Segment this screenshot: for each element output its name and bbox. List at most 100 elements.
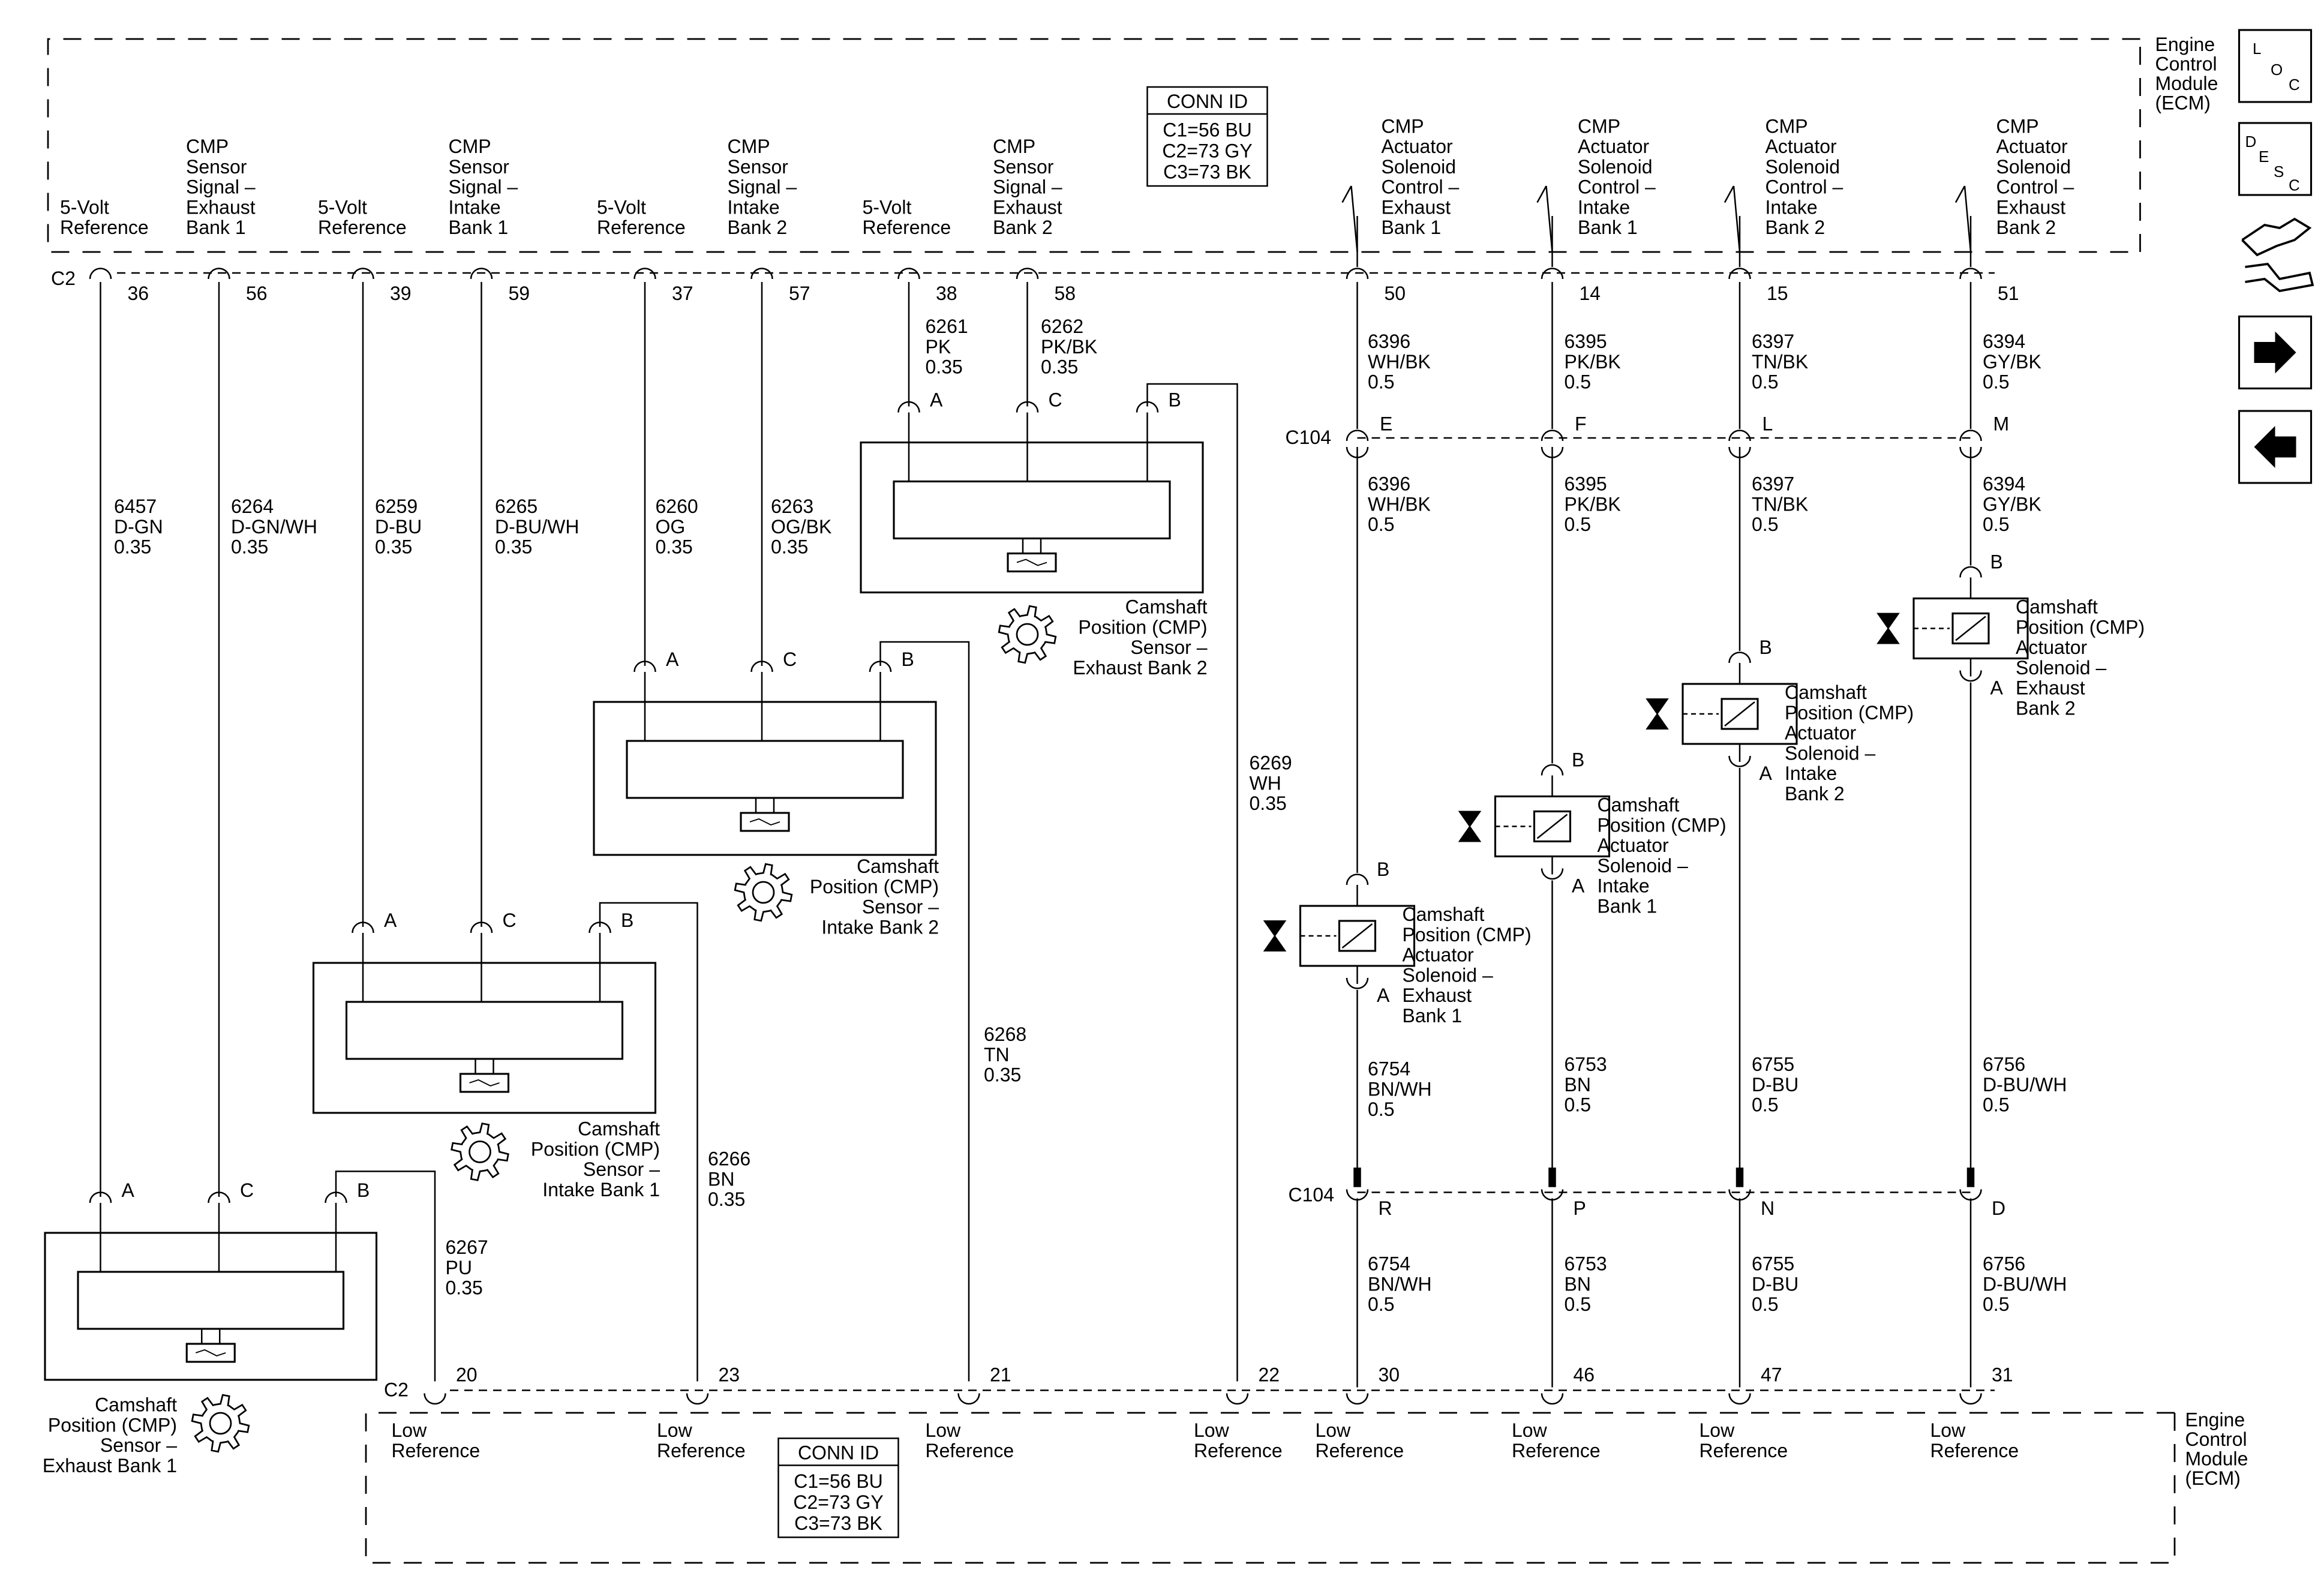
wire-label-w6755b: D-BU — [1752, 1273, 1798, 1295]
cmp-sensor-2-name: Position (CMP) — [531, 1138, 660, 1160]
driver-switch-icon — [1341, 185, 1352, 203]
wire-label-w6395a: 0.5 — [1565, 371, 1591, 393]
top-pin-label: Exhaust — [186, 196, 256, 218]
c2-bottom-terminal — [424, 1393, 446, 1405]
next-arrow-icon[interactable] — [2254, 331, 2296, 374]
top-pin-label: CMP — [1578, 115, 1620, 137]
wire-label-w6756a: 6756 — [1983, 1053, 2025, 1075]
top-pin-label: CMP — [186, 136, 229, 157]
solenoid-pin-letter: A — [1377, 984, 1390, 1006]
top-pin-label: Control – — [1382, 176, 1460, 198]
top-pin-label: CMP — [1765, 115, 1808, 137]
bottom-pin-number: 23 — [719, 1364, 740, 1386]
c2-bottom-terminal — [1728, 1393, 1751, 1405]
c104-lower-pin: N — [1761, 1197, 1774, 1219]
top-pin-label: CMP — [728, 136, 770, 157]
cmp-solenoid-2-name: Solenoid – — [1598, 855, 1688, 876]
top-pin-label: Sensor — [186, 156, 247, 178]
bottom-pin-number: 30 — [1379, 1364, 1400, 1386]
wire-label-w6755b: 6755 — [1752, 1253, 1794, 1275]
wire-label-w6260: 0.35 — [656, 536, 693, 558]
cmp-solenoid-1-name: Camshaft — [1403, 903, 1485, 925]
wire-label-w6259: D-BU — [375, 516, 422, 538]
top-pin-label: Signal – — [728, 176, 797, 198]
wire-label-w6753b: BN — [1565, 1273, 1591, 1295]
top-pin-label: Bank 1 — [1382, 217, 1442, 238]
wire-label-w6754a: BN/WH — [1368, 1078, 1432, 1100]
top-pin-label: Reference — [60, 217, 149, 238]
solenoid-pin-letter: B — [1572, 749, 1584, 771]
wire-label-w6394a: GY/BK — [1983, 351, 2041, 373]
wire-label-w6265: D-BU/WH — [495, 516, 579, 538]
coil-icon — [1721, 698, 1759, 730]
magnet-icon — [195, 1349, 226, 1357]
top-pin-label: Control – — [1996, 176, 2074, 198]
top-pin-number: 37 — [672, 283, 693, 304]
cmp-solenoid-3-name: Position (CMP) — [1785, 702, 1914, 724]
magnet-icon — [749, 818, 780, 826]
wire-label-w6259: 6259 — [375, 496, 418, 517]
c2-bottom-terminal — [686, 1393, 709, 1405]
cmp-sensor-3-name: Position (CMP) — [810, 876, 939, 897]
wire-label-w6265: 6265 — [495, 496, 538, 517]
wire-label-w6395b: 0.5 — [1565, 514, 1591, 535]
wire-label-w6260: OG — [656, 516, 686, 538]
top-pin-label: 5-Volt — [318, 196, 367, 218]
wire-label-w6394b: GY/BK — [1983, 493, 2041, 515]
top-pin-label: Solenoid — [1765, 156, 1840, 178]
valve-icon — [1876, 613, 1900, 644]
c104-pin-block — [1353, 1167, 1361, 1187]
wire-label-w6753b: 0.5 — [1565, 1293, 1591, 1315]
top-pin-label: Sensor — [728, 156, 789, 178]
top-pin-number: 39 — [390, 283, 412, 304]
wire-label-w6753b: 6753 — [1565, 1253, 1607, 1275]
wire-label-w6756b: 6756 — [1983, 1253, 2025, 1275]
c104-upper-pin: L — [1762, 413, 1773, 435]
top-pin-label: Signal – — [449, 176, 518, 198]
top-pin-label: Bank 1 — [1578, 217, 1638, 238]
cmp-solenoid-3-name: Actuator — [1785, 722, 1857, 744]
ecm-top-label: Control — [2155, 53, 2217, 75]
wire-label-w6261: 0.35 — [926, 356, 963, 378]
wire-label-w6260: 6260 — [656, 496, 698, 517]
wire-label-w6756a: D-BU/WH — [1983, 1074, 2067, 1095]
wire-label-w6396b: 6396 — [1368, 473, 1410, 495]
wire-label-w6268: 0.35 — [984, 1064, 1021, 1086]
wire-label-w6754b: 6754 — [1368, 1253, 1410, 1275]
wire-label-w6457: 6457 — [114, 496, 157, 517]
bottom-pin-label: Low — [1930, 1419, 1966, 1441]
c2-bottom-terminal — [1346, 1393, 1369, 1405]
top-pin-label: Sensor — [449, 156, 510, 178]
top-conn-id-line: C3=73 BK — [1163, 161, 1251, 183]
wire-label-w6263: OG/BK — [771, 516, 831, 538]
gear-outline — [451, 1122, 509, 1181]
gear-icon — [734, 863, 793, 922]
bottom-pin-label: Reference — [1316, 1440, 1404, 1461]
back-arrow-icon[interactable] — [2254, 426, 2296, 468]
c104-upper-pin: M — [1993, 413, 2010, 435]
magnet-icon — [469, 1079, 500, 1087]
bottom-conn-id-line: C3=73 BK — [794, 1512, 882, 1534]
navigation-icons[interactable] — [2254, 331, 2296, 469]
top-pin-number: 50 — [1385, 283, 1406, 304]
top-pin-number: 14 — [1580, 283, 1601, 304]
cmp-sensor-1-element — [77, 1271, 345, 1330]
top-pin-label: Bank 1 — [449, 217, 509, 238]
cmp-sensor-1-name: Exhaust Bank 1 — [43, 1455, 177, 1476]
bottom-pin-label: Reference — [1930, 1440, 2019, 1461]
wire-label-w6269: 6269 — [1250, 752, 1292, 774]
wire-label-w6268: TN — [984, 1044, 1010, 1065]
c2-top-terminal — [1016, 268, 1039, 280]
sensor-pin-letter: B — [902, 649, 914, 670]
wire-label-w6457: 0.35 — [114, 536, 151, 558]
wire-label-w6395a: 6395 — [1565, 331, 1607, 352]
top-conn-id-line: C2=73 GY — [1162, 140, 1252, 162]
c2-top-terminal — [1541, 268, 1564, 280]
wire-label-w6263: 6263 — [771, 496, 813, 517]
coil-icon — [1341, 923, 1373, 948]
top-pin-number: 56 — [246, 283, 268, 304]
top-pin-label: Sensor — [993, 156, 1054, 178]
c104-upper-label: C104 — [1286, 427, 1332, 448]
c104-terminal — [1959, 430, 1982, 442]
cmp-sensor-1-name: Position (CMP) — [48, 1414, 177, 1436]
